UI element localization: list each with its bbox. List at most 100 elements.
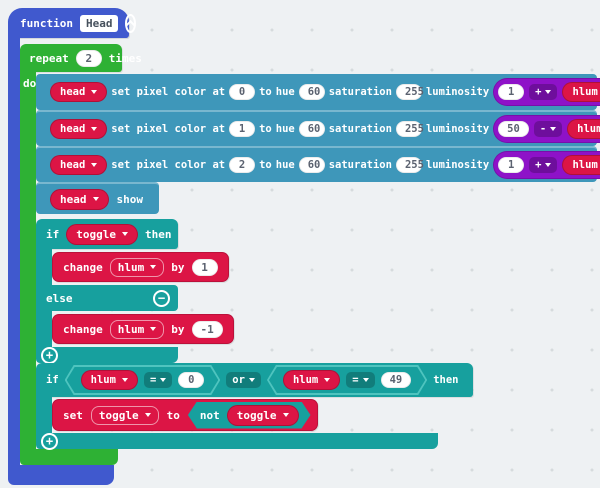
change-variable-block[interactable]: change hlum by 1 [52,252,229,282]
dropdown-arrow-icon [545,90,552,94]
dropdown-arrow-icon [545,163,552,167]
saturation-label: saturation [328,86,392,98]
collapse-button[interactable] [125,13,137,33]
to-keyword: to [166,408,180,422]
dropdown-arrow-icon [150,265,157,269]
repeat-count-field[interactable]: 2 [75,49,102,67]
comparison-value-field[interactable]: 49 [381,372,412,388]
math-operation-block[interactable]: 1 + hlum [493,78,600,106]
dropdown-arrow-icon [160,378,166,382]
variable-dropdown[interactable]: hlum [81,370,138,390]
math-left-field[interactable]: 1 [498,84,525,100]
strip-dropdown[interactable]: head [50,188,109,210]
comparison-block[interactable]: hlum = 0 [65,365,221,395]
variable-dropdown[interactable]: toggle [227,405,299,426]
dropdown-arrow-icon [91,163,98,167]
dropdown-arrow-icon [248,378,255,382]
set-pixel-label: set pixel color at [111,123,226,135]
set-pixel-color-block-1[interactable]: head set pixel color at 1 to hue 60 satu… [36,110,600,146]
if-header[interactable]: if hlum = 0 or hlum = 49 then [36,363,473,397]
strip-show-block[interactable]: head show [36,182,159,214]
variable-dropdown[interactable]: hlum [567,119,600,139]
variable-value: hlum [292,374,319,386]
strip-dropdown[interactable]: head [50,155,108,175]
math-operation-block[interactable]: 1 + hlum [493,151,600,179]
math-operator-dropdown[interactable]: - [533,121,563,137]
dropdown-arrow-icon [122,378,128,382]
dropdown-arrow-icon [91,127,98,131]
to-label: to [259,159,272,171]
if-spine [36,249,52,285]
variable-dropdown[interactable]: hlum [109,319,165,339]
add-else-button[interactable]: + [41,432,58,450]
else-bar: else − [36,285,178,311]
repeat-block-spine [20,71,36,449]
or-value: or [232,374,245,386]
if-foot: + [36,346,178,364]
hue-field[interactable]: 60 [298,157,325,173]
change-variable-block[interactable]: change hlum by -1 [52,314,234,344]
hue-label: hue [275,123,295,135]
math-left-field[interactable]: 50 [498,121,529,137]
dropdown-arrow-icon [144,413,151,417]
if-keyword: if [46,374,59,386]
or-operator-dropdown[interactable]: or [226,372,261,388]
saturation-label: saturation [328,123,392,135]
variable-value: hlum [577,123,600,135]
change-keyword: change [63,322,103,336]
function-block-header[interactable]: function Head [8,8,137,38]
dropdown-arrow-icon [91,90,98,94]
remove-else-button[interactable]: − [153,289,170,307]
strip-value: head [60,123,86,135]
operator-value: + [535,159,542,171]
comparison-operator-dropdown[interactable]: = [144,372,172,388]
variable-dropdown[interactable]: hlum [562,82,600,102]
set-variable-block[interactable]: set toggle to not toggle [52,399,318,431]
if-compare-block[interactable]: if hlum = 0 or hlum = 49 then set toggle… [36,363,473,450]
by-keyword: by [171,322,185,336]
pixel-index-field[interactable]: 2 [229,157,256,173]
comparison-inner: hlum = 0 [67,367,219,393]
saturation-label: saturation [328,159,392,171]
saturation-field[interactable]: 255 [395,84,424,100]
variable-dropdown[interactable]: hlum [562,155,600,175]
dropdown-arrow-icon [550,127,557,131]
math-operator-dropdown[interactable]: + [529,84,558,100]
function-name-field[interactable]: Head [79,14,119,32]
condition-variable-dropdown[interactable]: toggle [66,223,138,245]
strip-dropdown[interactable]: head [50,119,108,139]
set-pixel-color-block-2[interactable]: head set pixel color at 2 to hue 60 satu… [36,146,600,182]
change-value-field[interactable]: -1 [191,320,223,338]
math-operation-block[interactable]: 50 - hlum [493,115,600,143]
variable-dropdown[interactable]: hlum [283,370,340,390]
show-label: show [116,192,144,206]
if-header[interactable]: if toggle then [36,219,178,249]
pixel-index-field[interactable]: 0 [229,84,256,100]
by-keyword: by [171,260,185,274]
hue-field[interactable]: 60 [298,84,325,100]
repeat-block-header[interactable]: repeat 2 times [20,44,142,72]
pixel-index-field[interactable]: 1 [229,121,256,137]
comparison-value-field[interactable]: 0 [178,372,204,388]
function-keyword: function [20,16,73,30]
math-operator-dropdown[interactable]: + [529,157,558,173]
comparison-block[interactable]: hlum = 49 [267,365,427,395]
strip-value: head [60,86,86,98]
variable-value: hlum [572,159,598,171]
hue-field[interactable]: 60 [298,121,325,137]
saturation-field[interactable]: 255 [395,121,424,137]
if-spine [36,311,52,347]
variable-dropdown[interactable]: toggle [90,405,159,425]
math-left-field[interactable]: 1 [498,157,525,173]
strip-dropdown[interactable]: head [50,82,108,102]
set-pixel-color-block-0[interactable]: head set pixel color at 0 to hue 60 satu… [36,74,600,110]
variable-dropdown[interactable]: hlum [109,257,165,277]
change-keyword: change [63,260,103,274]
change-value-field[interactable]: 1 [191,258,218,276]
saturation-field[interactable]: 255 [395,157,424,173]
comparison-operator-dropdown[interactable]: = [346,372,374,388]
add-else-button[interactable]: + [41,346,58,364]
not-block[interactable]: not toggle [188,402,311,429]
if-else-block[interactable]: if toggle then change hlum by 1 else − c… [36,219,234,364]
